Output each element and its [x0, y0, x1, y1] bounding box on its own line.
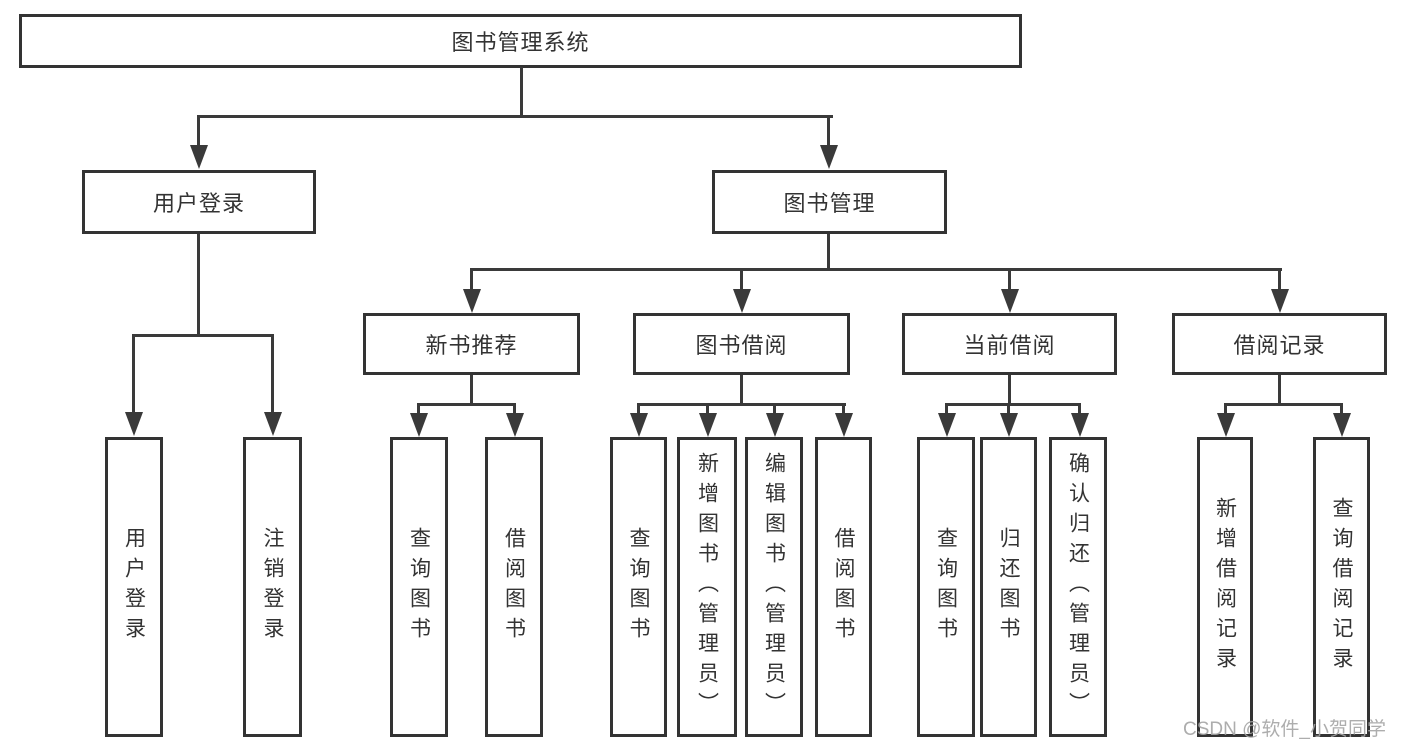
connector-drop-borrowing-records [1278, 268, 1281, 291]
connector-drop-bw-add [706, 403, 709, 415]
connector-newbook-crossbar [417, 403, 516, 406]
arrowhead-new-book [463, 289, 481, 313]
leaf-records-add-borrow-record: 新增借阅记录 [1197, 437, 1253, 737]
leaf-borrowing-edit-books-admin: 编辑图书（管理员） [745, 437, 803, 737]
arrowhead-book-borrowing [733, 289, 751, 313]
connector-root-crossbar [197, 115, 833, 118]
arrowhead-leaf-login [125, 412, 143, 436]
arrowhead-borrowing-records [1271, 289, 1289, 313]
arrowhead-bw-borrow [835, 413, 853, 437]
connector-drop-current-borrowing [1008, 268, 1011, 291]
connector-records-crossbar [1224, 403, 1343, 406]
arrowhead-bw-query [630, 413, 648, 437]
connector-current-crossbar [945, 403, 1081, 406]
leaf-records-query-borrow-record: 查询借阅记录 [1313, 437, 1370, 737]
connector-drop-rec-add [1224, 403, 1227, 415]
connector-borrowing-crossbar [637, 403, 846, 406]
connector-drop-cur-query [945, 403, 948, 415]
leaf-borrowing-query-books: 查询图书 [610, 437, 667, 737]
connector-records-stem [1278, 375, 1281, 406]
connector-drop-nb-borrow [513, 403, 516, 415]
connector-borrowing-stem [740, 375, 743, 406]
connector-drop-bw-borrow [842, 403, 845, 415]
arrowhead-bw-add [699, 413, 717, 437]
node-book-borrowing: 图书借阅 [633, 313, 850, 375]
arrowhead-book-management [820, 145, 838, 169]
leaf-current-query-books: 查询图书 [917, 437, 975, 737]
connector-drop-book-management [827, 115, 830, 148]
connector-drop-new-book [470, 268, 473, 291]
connector-drop-cur-confirm [1078, 403, 1081, 415]
connector-bookmgmt-stem [827, 234, 830, 271]
leaf-newbook-borrow-books: 借阅图书 [485, 437, 543, 737]
connector-current-stem [1008, 375, 1011, 406]
connector-root-stem [520, 67, 523, 118]
leaf-logout: 注销登录 [243, 437, 302, 737]
node-borrowing-records: 借阅记录 [1172, 313, 1387, 375]
node-user-login: 用户登录 [82, 170, 316, 234]
leaf-current-confirm-return-admin: 确认归还（管理员） [1049, 437, 1107, 737]
node-book-management: 图书管理 [712, 170, 947, 234]
arrowhead-current-borrowing [1001, 289, 1019, 313]
arrowhead-cur-return [1000, 413, 1018, 437]
node-new-book-recommend: 新书推荐 [363, 313, 580, 375]
connector-drop-nb-query [417, 403, 420, 415]
arrowhead-nb-borrow [506, 413, 524, 437]
connector-newbook-stem [470, 375, 473, 406]
connector-bookmgmt-crossbar [470, 268, 1282, 271]
connector-drop-rec-query [1340, 403, 1343, 415]
arrowhead-cur-query [938, 413, 956, 437]
connector-userlogin-stem [197, 234, 200, 337]
leaf-borrowing-borrow-books: 借阅图书 [815, 437, 872, 737]
arrowhead-rec-query [1333, 413, 1351, 437]
connector-drop-user-login [197, 115, 200, 148]
node-current-borrowing: 当前借阅 [902, 313, 1117, 375]
root-node-library-management-system: 图书管理系统 [19, 14, 1022, 68]
csdn-watermark: CSDN @软件_小贺同学 [1183, 719, 1386, 740]
arrowhead-rec-add [1217, 413, 1235, 437]
connector-drop-leaf-login [132, 334, 135, 414]
arrowhead-user-login [190, 145, 208, 169]
arrowhead-cur-confirm [1071, 413, 1089, 437]
leaf-newbook-query-books: 查询图书 [390, 437, 448, 737]
leaf-borrowing-add-books-admin: 新增图书（管理员） [677, 437, 737, 737]
connector-drop-bw-edit [773, 403, 776, 415]
leaf-user-login: 用户登录 [105, 437, 163, 737]
leaf-current-return-books: 归还图书 [980, 437, 1037, 737]
connector-drop-leaf-logout [271, 334, 274, 414]
arrowhead-leaf-logout [264, 412, 282, 436]
connector-userlogin-crossbar [132, 334, 274, 337]
connector-drop-bw-query [637, 403, 640, 415]
arrowhead-bw-edit [766, 413, 784, 437]
arrowhead-nb-query [410, 413, 428, 437]
connector-drop-book-borrowing [740, 268, 743, 291]
connector-drop-cur-return [1007, 403, 1010, 415]
